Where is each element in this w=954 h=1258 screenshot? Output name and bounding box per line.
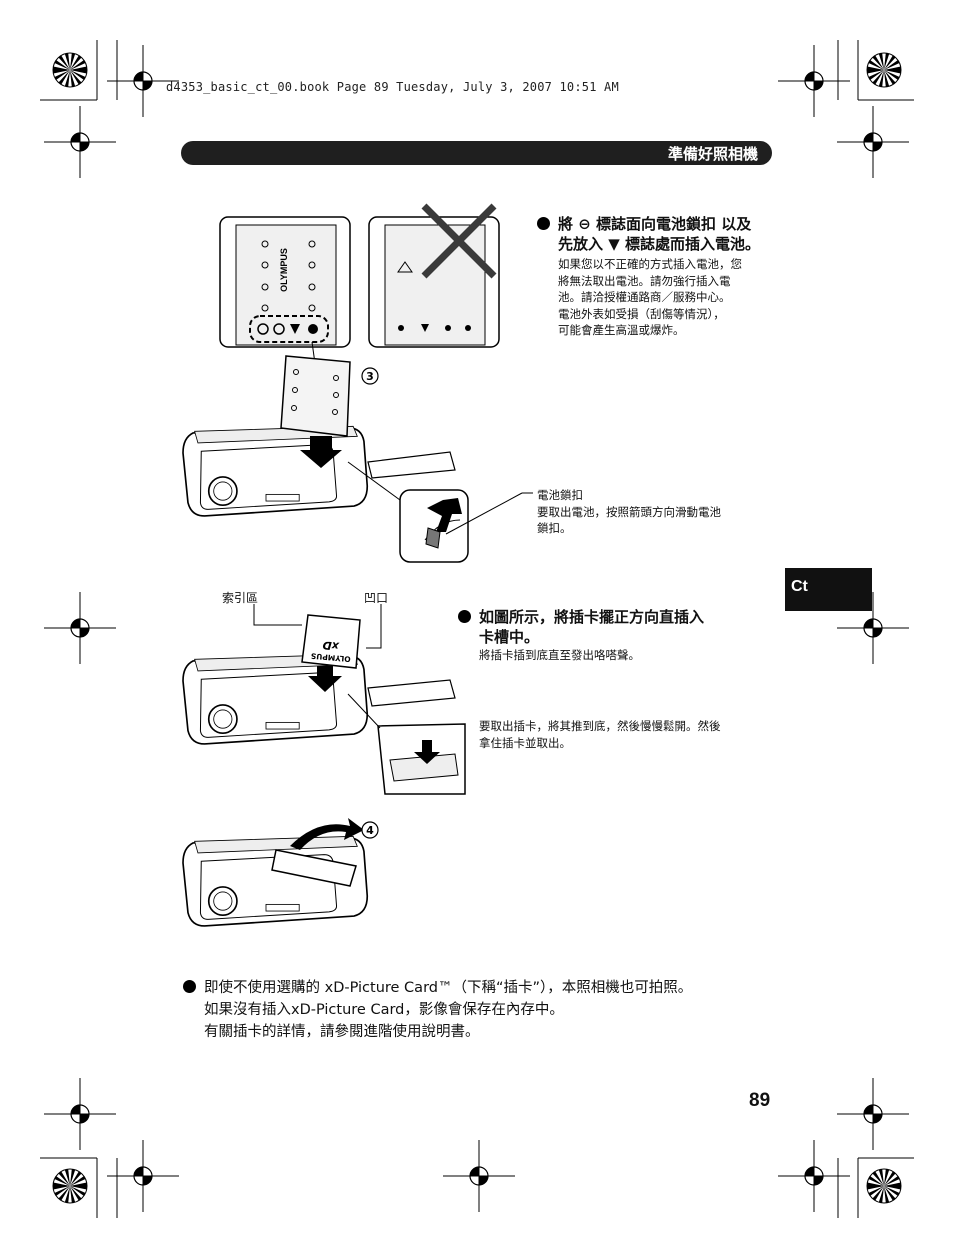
battery-instructions: 將 ⊖ 標誌面向電池鎖扣 以及 先放入 ▼ 標誌處而插入電池。 如果您以不正確的… (537, 214, 777, 339)
card-remove-line1: 要取出插卡，將其推到底，然後慢慢鬆開。然後 (479, 719, 721, 733)
card-remove-text: 要取出插卡，將其推到底，然後慢慢鬆開。然後 拿住插卡並取出。 (479, 718, 774, 751)
bullet-icon (537, 217, 550, 230)
battery-warning-line: 池。請洽授權通路商／服務中心。 (558, 290, 731, 304)
battery-warning-line: 電池外表如受損（刮傷等情況）， (558, 306, 725, 321)
card-sub: 將插卡插到底直至發出咯嗒聲。 (479, 648, 640, 662)
bullet-icon (458, 610, 471, 623)
card-logo: xD (322, 638, 340, 652)
close-cover-illustration: 4 (182, 818, 379, 927)
card-brand: OLYMPUS (311, 651, 352, 663)
card-heading-line2: 卡槽中。 (479, 628, 540, 646)
battery-warning-line: 可能會產生高溫或爆炸。 (558, 323, 685, 337)
bottom-note: 即使不使用選購的 xD-Picture Card™（下稱“插卡”），本照相機也可… (183, 977, 783, 1043)
battery-lock-title: 電池鎖扣 (537, 488, 583, 502)
step-3-number: 3 (366, 370, 374, 383)
notch-label: 凹口 (364, 591, 389, 605)
bottom-note-line3: 有關插卡的詳情，請參閱進階使用說明書。 (204, 1024, 480, 1040)
battery-warning-line: 如果您以不正確的方式插入電池，您 (558, 257, 742, 271)
battery-lock-desc-line1: 要取出電池，按照箭頭方向滑動電池 (537, 504, 721, 519)
battery-warning-line: 將無法取出電池。請勿強行插入電 (558, 273, 731, 288)
card-remove-line2: 拿住插卡並取出。 (479, 735, 571, 750)
page-number: 89 (749, 1090, 771, 1111)
language-tab: Ct (785, 568, 872, 611)
battery-heading-line1: 將 ⊖ 標誌面向電池鎖扣 以及 (558, 215, 752, 233)
language-tab-label: Ct (791, 578, 808, 595)
battery-heading: 將 ⊖ 標誌面向電池鎖扣 以及 (537, 214, 777, 234)
bottom-note-line1: 即使不使用選購的 xD-Picture Card™（下稱“插卡”），本照相機也可… (183, 977, 783, 999)
battery-heading-line2: 先放入 ▼ 標誌處而插入電池。 (558, 235, 760, 253)
battery-correct-illustration: OLYMPUS (219, 216, 351, 348)
section-title: 準備好照相機 (667, 145, 758, 163)
print-header: d4353_basic_ct_00.book Page 89 Tuesday, … (166, 80, 619, 94)
bullet-icon (183, 980, 196, 993)
card-instructions: 如圖所示，將插卡擺正方向直插入 卡槽中。 將插卡插到底直至發出咯嗒聲。 (458, 607, 758, 664)
trim-marks (40, 40, 914, 1218)
battery-lock-desc-line2: 鎖扣。 (537, 521, 572, 535)
battery-wrong-illustration (368, 203, 500, 348)
battery-lock-callout: 電池鎖扣 要取出電池，按照箭頭方向滑動電池 鎖扣。 (537, 487, 767, 537)
bottom-note-line2: 如果沒有插入xD-Picture Card，影像會保存在內存中。 (204, 1002, 564, 1018)
index-area-label: 索引區 (222, 591, 259, 605)
bottom-note-text: 即使不使用選購的 xD-Picture Card™（下稱“插卡”），本照相機也可… (204, 980, 693, 996)
step-4-number: 4 (366, 824, 374, 837)
card-heading-line1: 如圖所示，將插卡擺正方向直插入 (479, 608, 705, 626)
card-heading: 如圖所示，將插卡擺正方向直插入 (458, 607, 758, 627)
brand-label: OLYMPUS (279, 248, 289, 292)
section-header-bar: 準備好照相機 (181, 141, 772, 165)
card-insertion-illustration: xD OLYMPUS (182, 604, 466, 795)
battery-insertion-illustration: 3 (182, 341, 533, 563)
battery-warning: 如果您以不正確的方式插入電池，您 將無法取出電池。請勿強行插入電 池。請洽授權通… (537, 256, 777, 339)
